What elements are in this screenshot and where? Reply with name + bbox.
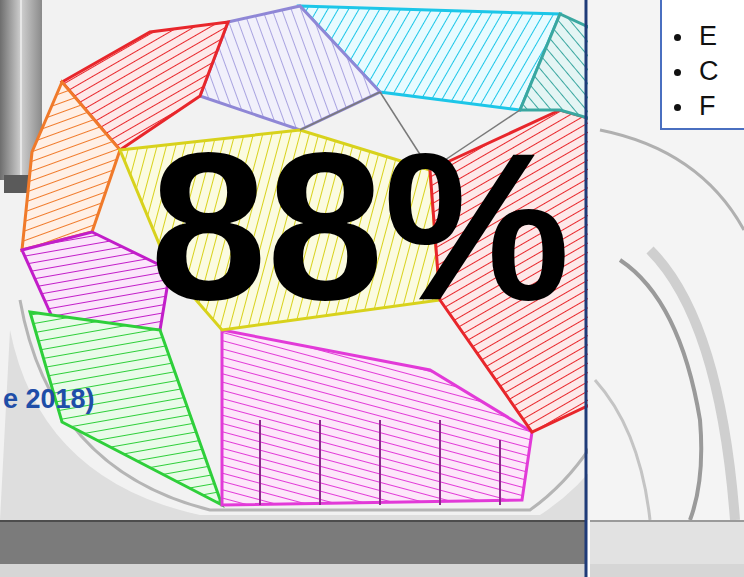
bullet-item: E <box>662 19 744 54</box>
date-note: e 2018) <box>3 386 95 413</box>
bullet-text: C <box>699 56 719 86</box>
bullet-dot <box>674 104 681 111</box>
bullet-text: E <box>699 21 717 51</box>
percentage-figure: 88% <box>150 122 570 332</box>
bullet-item: F <box>662 89 744 124</box>
bullet-dot <box>674 69 681 76</box>
bullet-text: F <box>699 91 716 121</box>
bullet-dot <box>674 34 681 41</box>
bullet-item: C <box>662 54 744 89</box>
bullet-box: ECF <box>660 0 744 130</box>
